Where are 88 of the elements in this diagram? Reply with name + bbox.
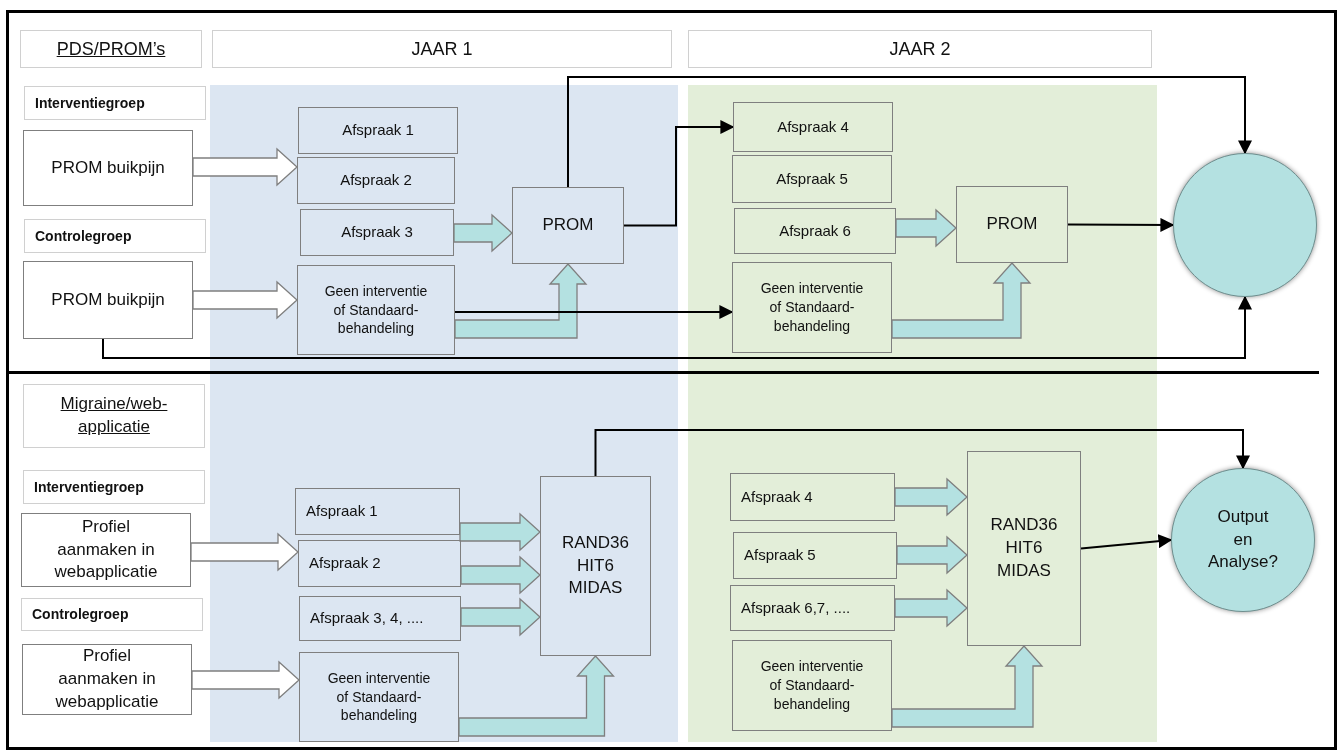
block-arrow — [896, 535, 968, 575]
node-text: Afspraak 6 — [779, 220, 851, 241]
process-box — [297, 265, 455, 355]
node-text: Afspraak 6,7, .... — [741, 597, 851, 618]
process-box — [20, 30, 202, 68]
block-arrow — [191, 660, 300, 700]
process-box — [733, 532, 897, 579]
node-text: Afspraak 1 — [342, 120, 414, 141]
node-text: Interventiegroep — [34, 477, 144, 497]
process-box — [299, 652, 459, 742]
arrow — [1067, 217, 1175, 232]
process-box — [540, 476, 651, 656]
arrow — [567, 76, 1252, 188]
node-text: Geen interventie of Standaard-behandeling — [759, 657, 865, 714]
block-arrow — [891, 262, 1032, 339]
block-arrow — [458, 655, 615, 737]
block-arrow — [894, 588, 968, 628]
process-box — [23, 384, 205, 448]
process-box — [967, 451, 1081, 646]
arrow — [102, 295, 1252, 359]
node-text: Afspraak 2 — [340, 170, 412, 191]
block-arrow — [453, 213, 513, 253]
process-box — [512, 187, 624, 264]
node-text: Controlegroep — [35, 226, 132, 246]
process-box — [730, 473, 895, 521]
node-text: Interventiegroep — [35, 93, 145, 113]
node-text: JAAR 1 — [411, 37, 473, 61]
process-box — [732, 640, 892, 731]
process-box — [21, 598, 203, 631]
process-box — [300, 209, 454, 256]
node-text: Afspraak 4 — [741, 486, 813, 507]
node-text: Output en Analyse? — [1207, 505, 1279, 574]
block-arrow — [454, 263, 588, 339]
block-arrow — [891, 645, 1044, 728]
node-text: Afspraak 3 — [341, 222, 413, 243]
arrow — [594, 429, 1250, 477]
node-text: Profiel aanmaken in webapplicatie — [53, 515, 159, 584]
node-text: PROM buikpijn — [51, 156, 165, 179]
process-box — [23, 470, 205, 504]
block-arrow — [459, 512, 541, 552]
node-text: Afspraak 1 — [306, 501, 378, 522]
block-arrow — [192, 147, 298, 187]
process-box — [733, 102, 893, 152]
process-box — [688, 30, 1152, 68]
block-arrow — [894, 477, 968, 517]
node-text: PROM buikpijn — [51, 288, 165, 311]
process-box — [732, 155, 892, 203]
process-box — [298, 107, 458, 154]
node-text: Geen interventie of Standaard-behandeling — [759, 279, 865, 336]
process-box — [730, 585, 895, 631]
node-text: Afspraak 5 — [776, 168, 848, 189]
node-text: Geen interventie of Standaard-behandeling — [326, 668, 432, 726]
node-text: Profiel aanmaken in webapplicatie — [54, 645, 160, 713]
node-text: Migraine/web-applicatie — [59, 393, 169, 438]
node-text: Geen interventie of Standaard-behandeling — [323, 281, 429, 339]
node-text: RAND36 HIT6 MIDAS — [989, 514, 1059, 582]
block-arrow — [190, 532, 299, 572]
process-box — [298, 540, 461, 587]
process-box — [24, 86, 206, 120]
process-box — [21, 513, 191, 587]
node-text: PDS/PROM’s — [56, 37, 166, 61]
block-arrow — [460, 597, 541, 637]
process-box — [22, 644, 192, 715]
node-text: Afspraak 3, 4, .... — [310, 608, 424, 629]
block-arrow — [895, 208, 957, 248]
arrow — [454, 305, 734, 319]
process-box — [24, 219, 206, 253]
node-text: JAAR 2 — [889, 37, 951, 61]
node-text: Afspraak 2 — [309, 553, 381, 574]
node-text: PROM — [542, 214, 594, 237]
process-box — [23, 130, 193, 206]
process-box — [956, 186, 1068, 263]
arrow — [1080, 534, 1173, 550]
process-box — [295, 488, 460, 535]
process-box — [212, 30, 672, 68]
arrow — [623, 120, 735, 227]
node-text: Afspraak 5 — [744, 545, 816, 566]
node-text: PROM — [986, 213, 1038, 236]
block-arrow — [192, 280, 298, 320]
process-box — [732, 262, 892, 353]
process-box — [297, 157, 455, 204]
process-box — [299, 596, 461, 641]
node-text: Afspraak 4 — [777, 116, 849, 137]
node-text: RAND36 HIT6 MIDAS — [560, 531, 631, 600]
process-box — [734, 208, 896, 254]
block-arrow — [460, 555, 541, 595]
process-box — [23, 261, 193, 339]
node-text: Controlegroep — [32, 605, 129, 624]
